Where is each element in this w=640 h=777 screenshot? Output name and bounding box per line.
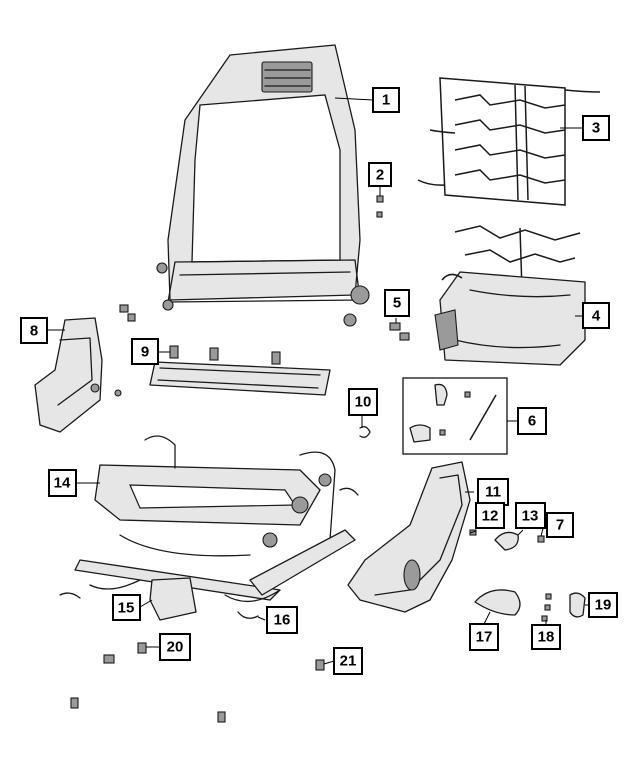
callout-9-label: 9 — [141, 344, 149, 361]
callout-4: 4 — [582, 302, 610, 329]
recliner-knob — [494, 531, 545, 551]
callout-21: 21 — [333, 647, 363, 675]
callout-10-label: 10 — [355, 394, 372, 411]
cushion-spring-pan — [434, 225, 586, 366]
callout-15-label: 15 — [118, 600, 135, 617]
bolt-group-20-21 — [70, 304, 325, 723]
callout-7-label: 7 — [556, 517, 564, 534]
callout-15: 15 — [112, 594, 141, 621]
back-spring-mat — [417, 77, 601, 206]
callout-11: 11 — [477, 478, 509, 506]
callout-12-label: 12 — [482, 508, 499, 525]
leader-lines — [47, 97, 589, 665]
callout-3-label: 3 — [592, 120, 600, 137]
side-shield-left — [34, 317, 122, 433]
callout-2: 2 — [368, 162, 392, 187]
callout-11-label: 11 — [485, 484, 501, 501]
side-shield-right — [347, 461, 477, 613]
seat-cushion-frame — [59, 435, 359, 602]
callout-14: 14 — [48, 469, 77, 497]
callout-20-label: 20 — [167, 639, 184, 656]
callout-12: 12 — [475, 502, 505, 529]
callout-6: 6 — [517, 407, 547, 435]
callout-20: 20 — [159, 633, 191, 661]
callout-16-label: 16 — [274, 612, 291, 629]
callout-21-label: 21 — [340, 653, 357, 670]
callout-19-label: 19 — [595, 597, 612, 614]
callout-18: 18 — [531, 624, 561, 650]
callout-4-label: 4 — [592, 308, 601, 325]
callout-19: 19 — [588, 592, 618, 618]
clip-10 — [359, 426, 371, 438]
fastener-group-2 — [376, 195, 384, 218]
callout-3: 3 — [582, 115, 610, 141]
cover-19 — [569, 592, 586, 618]
callout-17-label: 17 — [476, 629, 493, 646]
callout-10: 10 — [348, 388, 378, 416]
bolt-group-5 — [389, 322, 410, 341]
callout-1-label: 1 — [382, 92, 390, 109]
callout-6-label: 6 — [528, 413, 536, 430]
callout-5: 5 — [384, 289, 410, 317]
clip-16 — [237, 611, 259, 619]
callout-17: 17 — [469, 623, 499, 651]
seat-back-frame — [156, 44, 370, 327]
callout-8-label: 8 — [30, 323, 38, 340]
callout-7: 7 — [546, 512, 574, 538]
callout-13: 13 — [515, 502, 546, 529]
callout-5-label: 5 — [393, 295, 401, 312]
callout-8: 8 — [20, 317, 48, 344]
track-shield — [149, 577, 197, 621]
callout-16: 16 — [266, 606, 298, 634]
release-cable-group — [402, 377, 508, 455]
callout-2-label: 2 — [376, 167, 384, 184]
callout-9: 9 — [131, 338, 159, 365]
callout-18-label: 18 — [538, 629, 555, 646]
callout-14-label: 14 — [54, 475, 71, 492]
callout-13-label: 13 — [522, 508, 539, 525]
screw-group-18 — [541, 593, 552, 622]
lumbar-mat — [149, 345, 331, 396]
callout-1: 1 — [372, 87, 400, 113]
handle-17 — [474, 589, 521, 616]
